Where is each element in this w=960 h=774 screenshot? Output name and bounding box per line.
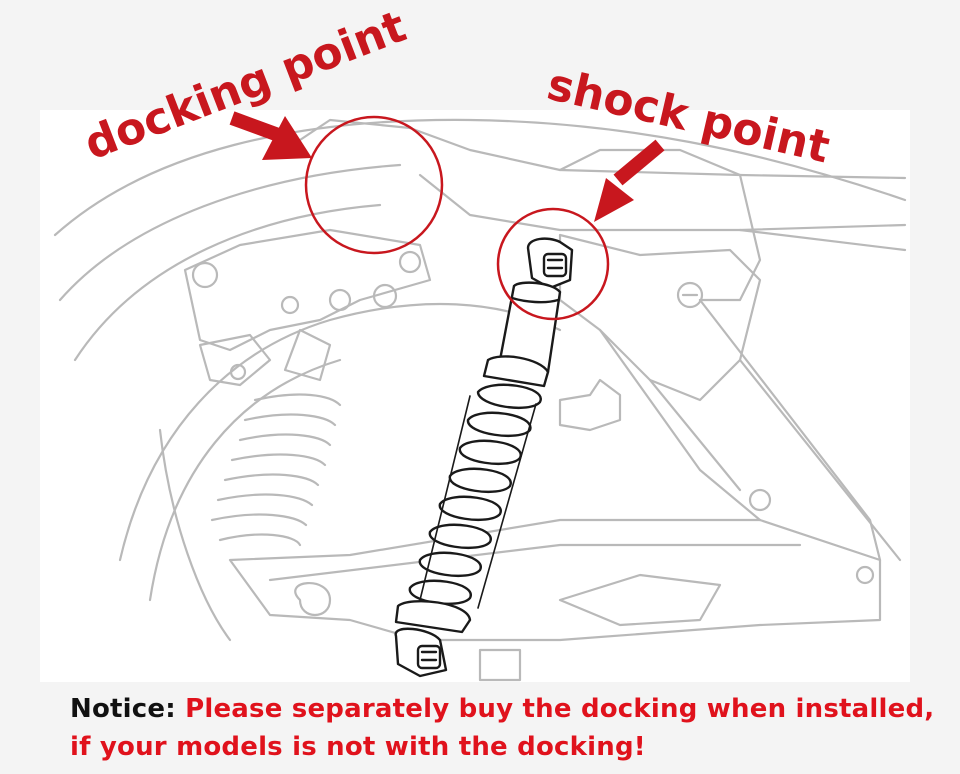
- notice-text: Notice: Please separately buy the dockin…: [70, 690, 950, 766]
- rear-shock-absorber: [394, 237, 574, 678]
- docking-point-arrow: [229, 111, 312, 160]
- notice-line-1: Notice: Please separately buy the dockin…: [70, 690, 950, 728]
- notice-message-line-1: Please separately buy the docking when i…: [185, 694, 935, 724]
- drawing-panel: [40, 110, 910, 682]
- shock-point-circle: [496, 207, 610, 321]
- shock-point-arrow: [594, 139, 665, 222]
- notice-label: Notice:: [70, 694, 176, 724]
- notice-message-line-2: if your models is not with the docking!: [70, 732, 646, 762]
- docking-point-circle: [304, 115, 444, 255]
- frame-line-art: [53, 118, 907, 682]
